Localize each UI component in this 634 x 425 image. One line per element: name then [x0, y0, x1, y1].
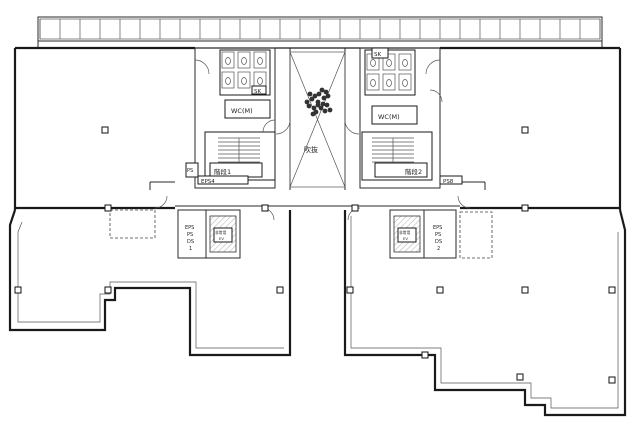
toilet-fixture: [402, 59, 408, 67]
shaft-right-ps: PS: [435, 232, 441, 238]
toilet-fixture: [402, 79, 408, 87]
shaft-right-ds: DS: [435, 239, 442, 245]
elev-right-ev: EV: [403, 236, 408, 241]
toilet-fixture: [225, 77, 231, 85]
toilet-fixture: [370, 59, 376, 67]
column: [521, 126, 529, 134]
stair-treads-left: [218, 137, 260, 163]
atrium-label: 吹抜: [304, 145, 318, 154]
stair-right-label: 階段2: [405, 167, 422, 176]
tree-leaf: [318, 105, 324, 111]
toilet-fixture: [241, 77, 247, 85]
column: [521, 204, 529, 212]
shaft-left-ds: DS: [187, 239, 194, 245]
toilet-fixture: [241, 57, 247, 65]
column: [436, 286, 444, 294]
toilet-stall: [382, 53, 396, 71]
door-swings: [154, 195, 471, 221]
tree-leaf: [306, 103, 312, 109]
tree-leaf: [320, 101, 326, 107]
stair-left-label: 階段1: [214, 167, 231, 176]
toilet-stall: [366, 73, 380, 91]
ps-right-label: PS8: [443, 179, 454, 185]
shaft-left-num: 1: [189, 246, 192, 252]
column: [421, 351, 429, 359]
ps-left-small-label: PS: [187, 168, 193, 174]
toilet-fixture: [225, 57, 231, 65]
tree-icon: [304, 87, 333, 117]
column: [608, 286, 616, 294]
column: [14, 286, 22, 294]
toilet-stall: [398, 73, 412, 91]
column: [101, 126, 109, 134]
stair-treads-right: [372, 137, 414, 163]
column: [261, 204, 269, 212]
toilet-stall: [221, 71, 235, 89]
elev-left-ev: EV: [219, 236, 224, 241]
tree-leaf: [324, 102, 330, 108]
tree-leaf: [323, 89, 329, 95]
toilet-stall: [237, 51, 251, 69]
tree-leaf: [322, 108, 328, 114]
wc-right-label: WC(M): [378, 113, 400, 121]
right-core: SK WC(M) 階段2 PS8: [344, 47, 463, 189]
tree-leaf: [309, 96, 315, 102]
shaft-left-eps: EPS: [185, 225, 194, 231]
right-shafts: 非常用 EV EPS PS DS 2: [389, 209, 493, 259]
tree-leaf: [321, 95, 327, 101]
toilet-fixture: [386, 79, 392, 87]
column: [276, 286, 284, 294]
tree-leaf: [312, 93, 318, 99]
shaft-left-ps: PS: [187, 232, 193, 238]
toilet-fixture: [257, 77, 263, 85]
column: [608, 376, 616, 384]
tree-leaf: [319, 87, 325, 93]
column: [104, 204, 112, 212]
toilet-fixture: [386, 59, 392, 67]
structural-columns: [14, 126, 616, 384]
toilet-stall: [253, 51, 267, 69]
sk-right-label: SK: [374, 52, 381, 58]
toilet-fixture: [257, 57, 263, 65]
column: [351, 204, 359, 212]
tree-leaf: [325, 93, 331, 99]
toilet-stall: [382, 73, 396, 91]
elev-left-label: 非常用: [215, 230, 227, 235]
column: [346, 286, 354, 294]
canopy-mullions: [39, 19, 601, 39]
tree-leaf: [316, 91, 322, 97]
wc-left-label: WC(M): [231, 107, 253, 115]
tree-leaf: [315, 102, 321, 108]
sk-left-label: SK: [254, 89, 261, 95]
shaft-right-eps: EPS: [433, 225, 442, 231]
shaft-right-num: 2: [437, 246, 440, 252]
tree-leaf: [307, 91, 313, 97]
tree-leaf: [311, 105, 317, 111]
column: [516, 373, 524, 381]
toilet-stall: [237, 71, 251, 89]
roof-canopy: [37, 16, 603, 48]
toilet-stalls-left: [221, 51, 267, 89]
atrium: 吹抜: [289, 51, 346, 188]
tree-leaf: [304, 99, 310, 105]
toilet-stall: [398, 53, 412, 71]
left-core: WC(M) SK 階段1 EPS4 PS: [185, 47, 291, 189]
toilet-stall: [221, 51, 235, 69]
tree-leaf: [310, 111, 316, 117]
column: [104, 286, 112, 294]
left-shafts: EPS PS DS 1 非常用 EV: [109, 209, 241, 259]
column: [521, 286, 529, 294]
toilet-fixture: [370, 79, 376, 87]
eps-left-label: EPS4: [201, 179, 215, 185]
tree-leaf: [327, 107, 333, 113]
elev-right-label: 非常用: [399, 230, 411, 235]
